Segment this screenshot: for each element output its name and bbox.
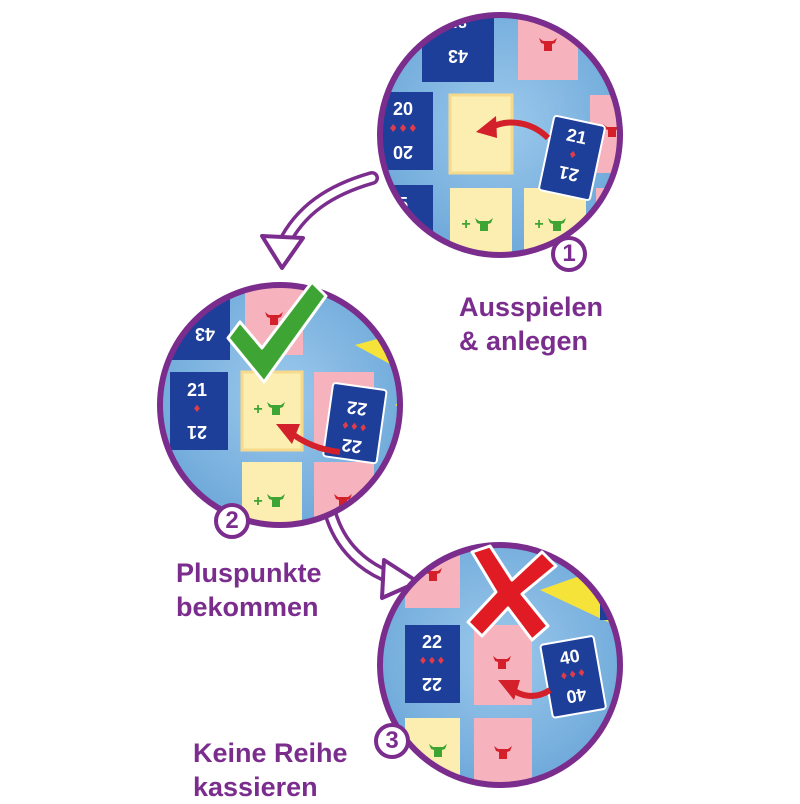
card-number-rotated: 40: [565, 684, 588, 707]
card-number-rotated: 22: [340, 435, 363, 458]
svg-text:♦♦♦: ♦♦♦: [419, 656, 446, 667]
step-number: 1: [562, 240, 576, 267]
svg-text:+: +: [534, 216, 543, 233]
caption-line: kassieren: [193, 772, 318, 802]
caption-line: & anlegen: [459, 326, 589, 356]
check-mark-icon: [226, 280, 328, 384]
card-number-rotated: 20: [393, 142, 413, 162]
caption-line: Ausspielen: [459, 292, 604, 322]
svg-text:♦♦♦: ♦♦♦: [559, 668, 587, 684]
card-number: 21: [187, 380, 207, 400]
played-card: 21 ♦ 21: [538, 114, 606, 202]
svg-text:+: +: [461, 216, 470, 233]
svg-text:+: +: [253, 493, 262, 510]
zoom-circle: [377, 12, 623, 258]
number-card: [170, 372, 228, 450]
card-number-rotated: 21: [557, 162, 581, 186]
step-1-caption: Ausspielen & anlegen: [459, 290, 603, 358]
played-card: 40 ♦♦♦ 40: [539, 635, 607, 719]
card-number-rotated: 43: [195, 324, 215, 344]
step-3-badge: 3: [374, 723, 410, 759]
red-arrow-icon: [498, 680, 552, 700]
red-arrow-icon: [476, 116, 551, 141]
purple-curved-arrow-icon: [323, 505, 420, 600]
svg-text:♦: ♦: [193, 404, 202, 415]
card-number: 21: [565, 125, 589, 149]
empty-plus-card: [448, 93, 514, 175]
penalty-cows: ♦♦♦: [388, 122, 418, 135]
step-2-caption: Pluspunkte bekommen: [176, 556, 322, 624]
purple-curved-arrow-icon: [260, 171, 379, 270]
step-2-badge: 2: [214, 503, 250, 539]
card-number-rotated: 21: [187, 422, 207, 442]
played-card: 22 ♦♦♦ 22: [322, 382, 388, 465]
card-number: 20: [393, 99, 413, 119]
step-3-scene: 22 ♦♦♦ 22 40 ♦♦♦ 40: [377, 542, 623, 788]
plus-card: [242, 462, 302, 525]
number-card: [380, 92, 433, 170]
number-card: [405, 625, 460, 703]
card-number: 22: [422, 632, 442, 652]
card-number: 40: [558, 646, 581, 669]
card-number-rotated: 43: [448, 46, 468, 66]
svg-text:♦♦♦: ♦♦♦: [340, 420, 368, 435]
caption-line: Pluspunkte: [176, 558, 322, 588]
cross-mark-icon: [466, 544, 558, 642]
step-2-scene: 43 21 ♦ 21 + + 22 ♦♦♦ 22: [157, 280, 403, 528]
caption-line: bekommen: [176, 592, 319, 622]
zoom-circle: [377, 542, 623, 788]
card-number-rotated: 22: [346, 397, 369, 420]
card-number-rotated: 22: [422, 674, 442, 694]
step-3-caption: Keine Reihe kassieren: [193, 736, 348, 804]
svg-text:♦: ♦: [567, 149, 578, 162]
svg-text:+: +: [253, 401, 262, 418]
step-number: 3: [385, 727, 399, 754]
step-1-badge: 1: [551, 236, 587, 272]
step-1-scene: 43 43 20 ♦♦♦ 20 15 + + 21 ♦ 2: [377, 12, 623, 258]
caption-line: Keine Reihe: [193, 738, 348, 768]
step-number: 2: [225, 507, 239, 534]
red-arrow-icon: [276, 424, 341, 455]
zoom-circle: [157, 282, 403, 528]
